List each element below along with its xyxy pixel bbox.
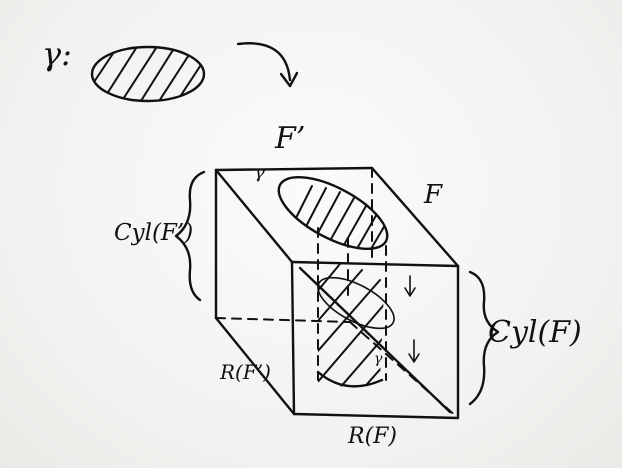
face-f-label: F bbox=[424, 180, 443, 210]
down-arrow-icon bbox=[408, 339, 420, 363]
face-f-prime-label: F’ bbox=[275, 121, 306, 156]
down-arrow-icon bbox=[404, 275, 416, 297]
cyl-f-label: Cyl(F) bbox=[488, 315, 582, 350]
cube-edges bbox=[214, 166, 460, 419]
gamma-tilted-ellipse bbox=[277, 176, 389, 255]
cube-back-face bbox=[214, 166, 374, 323]
r-f-prime-label: R(F’) bbox=[220, 360, 271, 384]
r-f-label: R(F) bbox=[348, 424, 397, 449]
cyl-f-prime-label: Cyl(F’) bbox=[114, 220, 194, 246]
gamma-label: γ: bbox=[42, 35, 72, 73]
brace-cyl-f bbox=[468, 270, 500, 406]
curved-arrow-icon bbox=[236, 42, 299, 88]
gamma-inner-label: γ bbox=[254, 162, 265, 183]
gamma-small-label: γ bbox=[374, 351, 383, 367]
gamma-shape-ellipse bbox=[90, 45, 206, 103]
brace-cyl-f-prime bbox=[174, 170, 206, 302]
gamma-mid-ellipse bbox=[317, 276, 395, 330]
cylinder-hatch bbox=[318, 263, 386, 387]
cube-front-face bbox=[290, 260, 460, 420]
